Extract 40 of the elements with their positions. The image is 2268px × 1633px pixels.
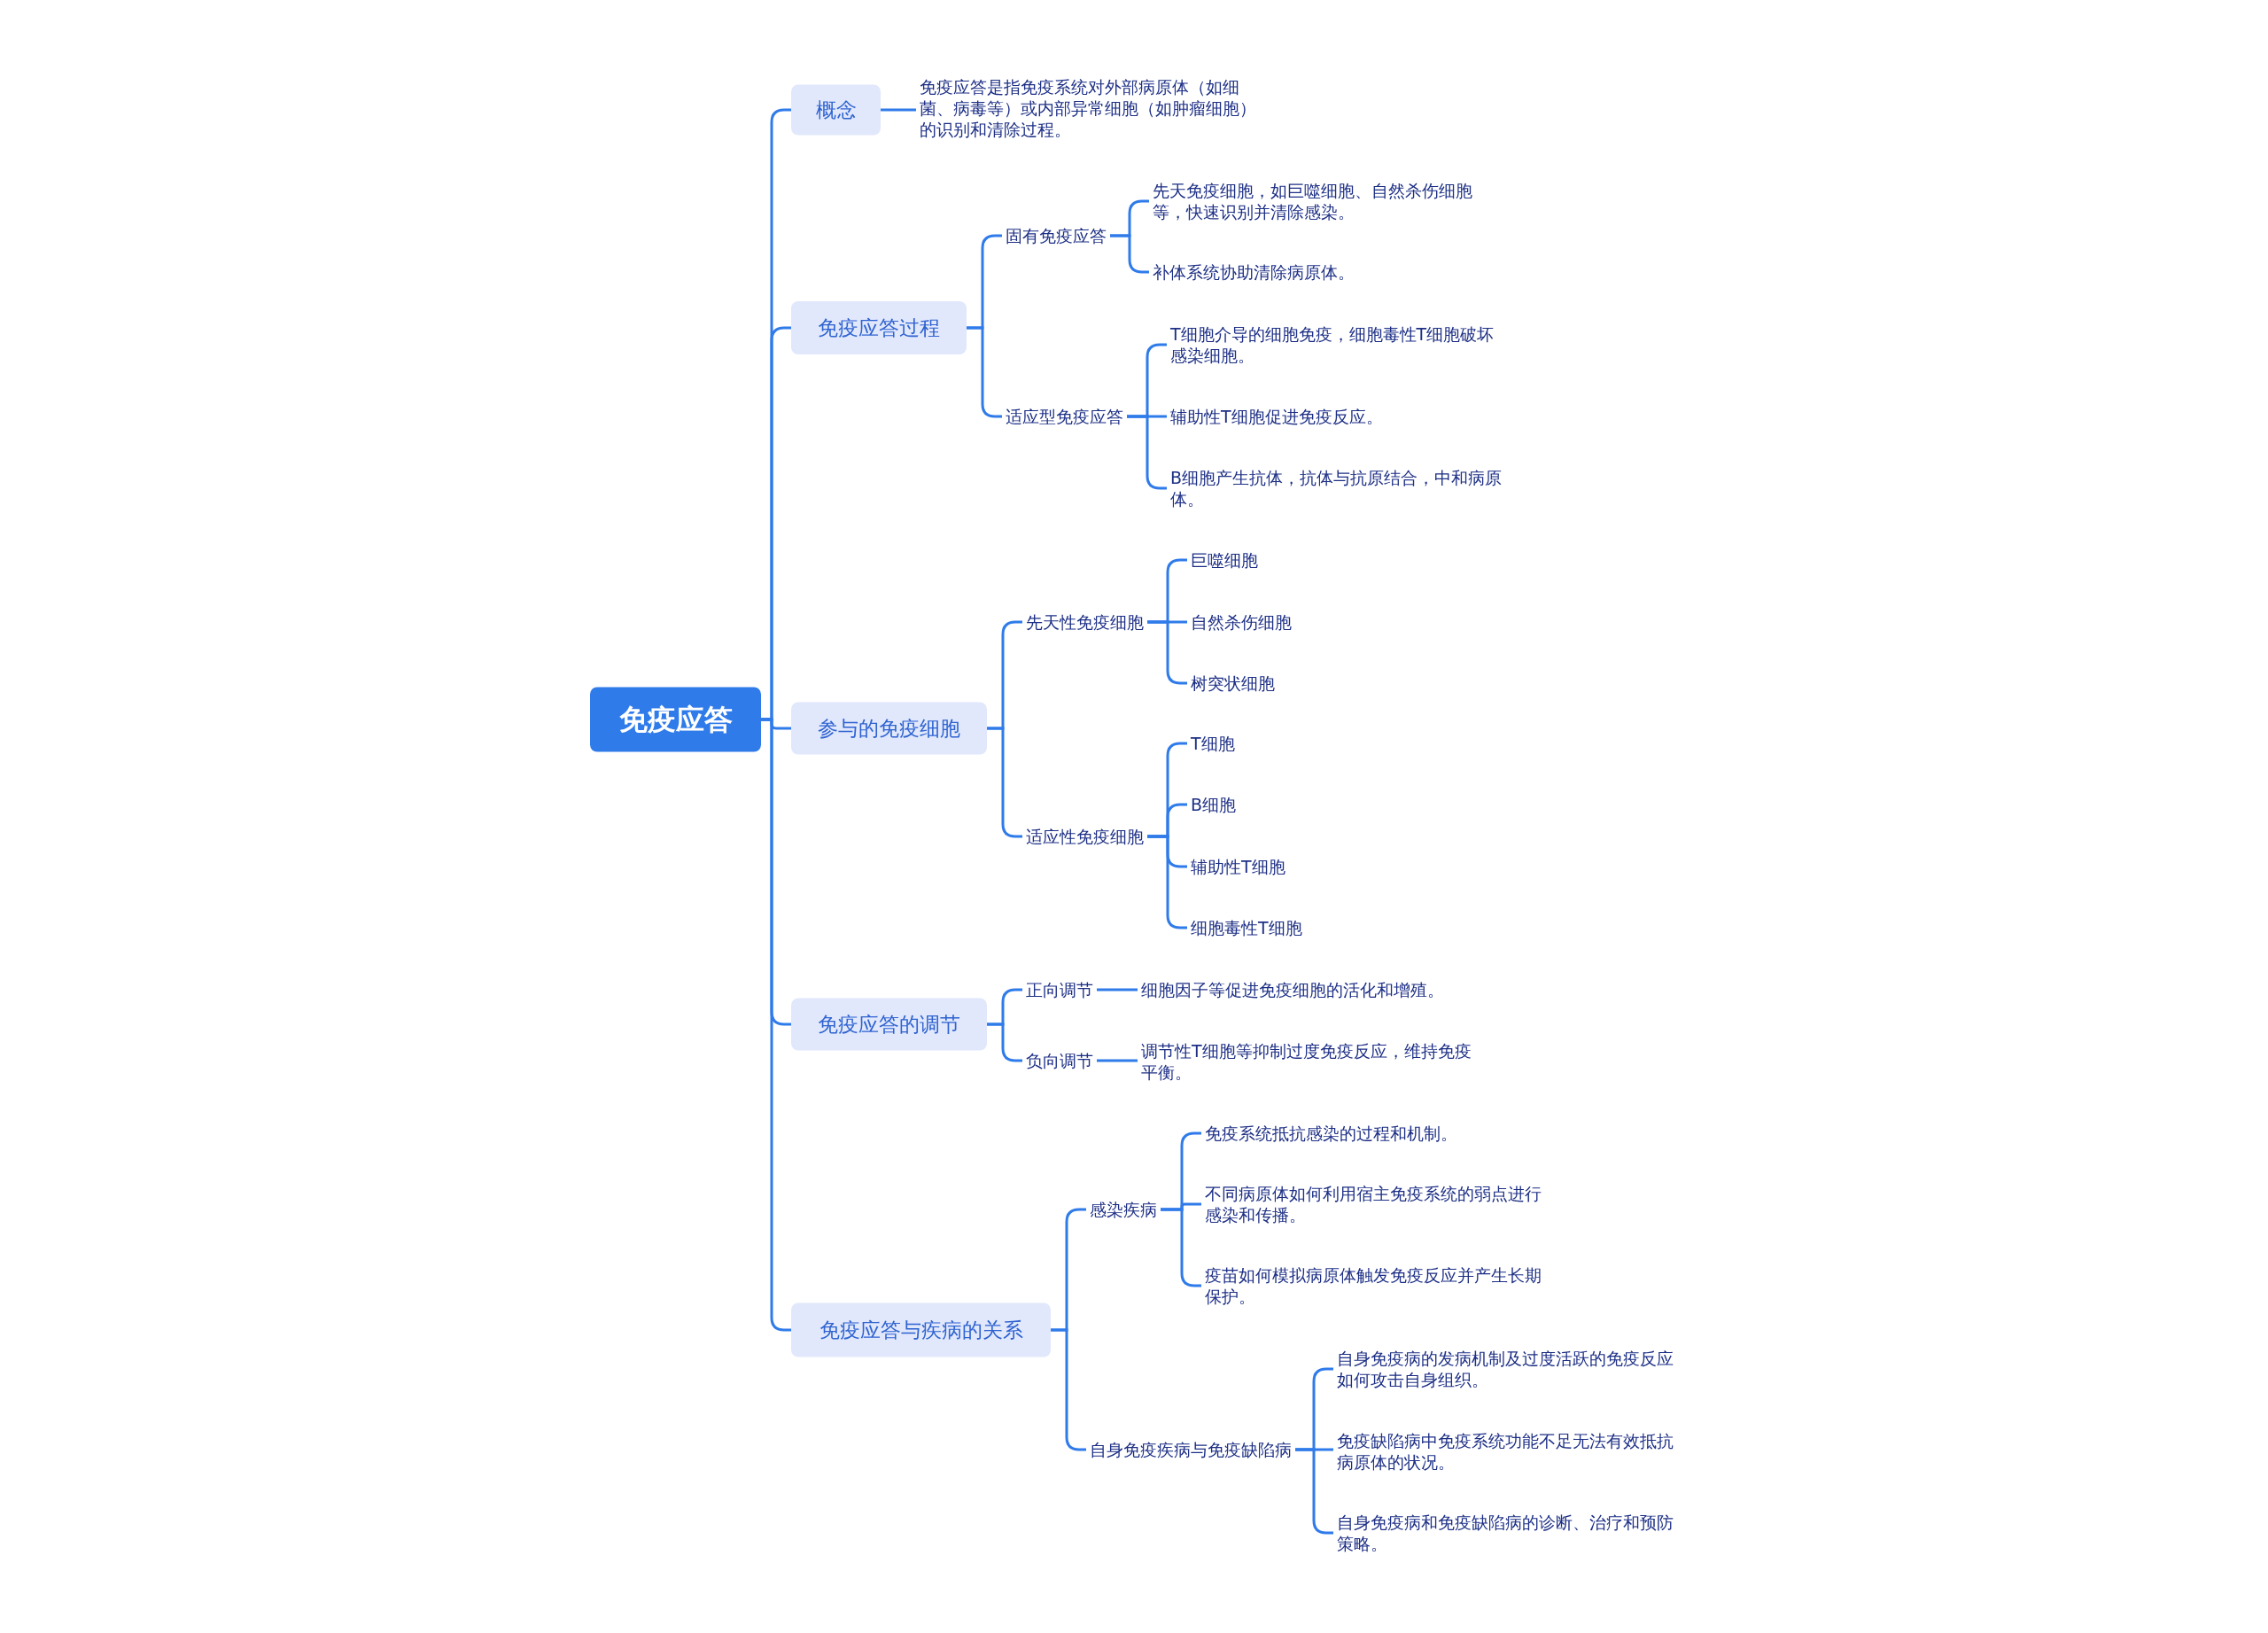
branch-text: 适应性免疫细胞: [1022, 824, 1147, 849]
branch-text: 补体系统协助清除病原体。: [1149, 260, 1358, 284]
branch-text: 负向调节: [1022, 1048, 1097, 1073]
leaf-text: 自身免疫病和免疫缺陷病的诊断、治疗和预防策略。: [1333, 1510, 1679, 1556]
topic-box: 参与的免疫细胞: [791, 702, 987, 755]
connector-line: [987, 1023, 1022, 1062]
topic-box: 免疫应答的调节: [791, 998, 987, 1051]
connector-line: [1110, 234, 1149, 274]
leaf-text: 免疫应答是指免疫系统对外部病原体（如细菌、病毒等）或内部异常细胞（如肿瘤细胞）的识别和清除过程。: [916, 74, 1263, 142]
leaf-text: 疫苗如何模拟病原体触发免疫反应并产生长期保护。: [1201, 1263, 1547, 1309]
branch-text: 自然杀伤细胞: [1187, 610, 1295, 634]
root-topic-box: 免疫应答: [590, 687, 761, 752]
leaf-text: 调节性T细胞等抑制过度免疫反应，维持免疫平衡。: [1138, 1038, 1479, 1085]
leaf-text: B细胞产生抗体，抗体与抗原结合，中和病原体。: [1167, 465, 1508, 511]
branch-text: 辅助性T细胞: [1187, 854, 1289, 879]
topic-box: 概念: [791, 84, 881, 136]
branch-text: 感染疾病: [1086, 1197, 1161, 1222]
branch-text: 辅助性T细胞促进免疫反应。: [1167, 404, 1386, 429]
branch-text: 免疫系统抵抗感染的过程和机制。: [1201, 1121, 1461, 1146]
branch-text: 树突状细胞: [1187, 671, 1278, 696]
branch-text: 细胞毒性T细胞: [1187, 915, 1306, 940]
connector-line: [881, 108, 916, 112]
branch-text: 自身免疫疾病与免疫缺陷病: [1086, 1437, 1295, 1462]
leaf-text: 免疫缺陷病中免疫系统功能不足无法有效抵抗病原体的状况。: [1333, 1428, 1679, 1474]
branch-text: 先天性免疫细胞: [1022, 610, 1147, 634]
branch-text: 适应型免疫应答: [1002, 404, 1127, 429]
branch-text: B细胞: [1187, 792, 1240, 817]
leaf-text: 先天免疫细胞，如巨噬细胞、自然杀伤细胞等，快速识别并清除感染。: [1149, 178, 1495, 224]
leaf-text: 自身免疫病的发病机制及过度活跃的免疫反应如何攻击自身组织。: [1333, 1346, 1679, 1392]
leaf-text: T细胞介导的细胞免疫，细胞毒性T细胞破坏感染细胞。: [1167, 322, 1508, 368]
connector-line: [1097, 988, 1138, 991]
topic-box: 免疫应答过程: [791, 301, 967, 354]
branch-text: 细胞因子等促进免疫细胞的活化和增殖。: [1138, 977, 1448, 1002]
leaf-text: 不同病原体如何利用宿主免疫系统的弱点进行感染和传播。: [1201, 1181, 1547, 1227]
branch-text: T细胞: [1187, 731, 1239, 756]
topic-box: 免疫应答与疾病的关系: [791, 1303, 1051, 1357]
connector-line: [1097, 1059, 1138, 1062]
branch-text: 巨噬细胞: [1187, 548, 1262, 572]
branch-text: 固有免疫应答: [1002, 223, 1110, 248]
branch-text: 正向调节: [1022, 977, 1097, 1002]
